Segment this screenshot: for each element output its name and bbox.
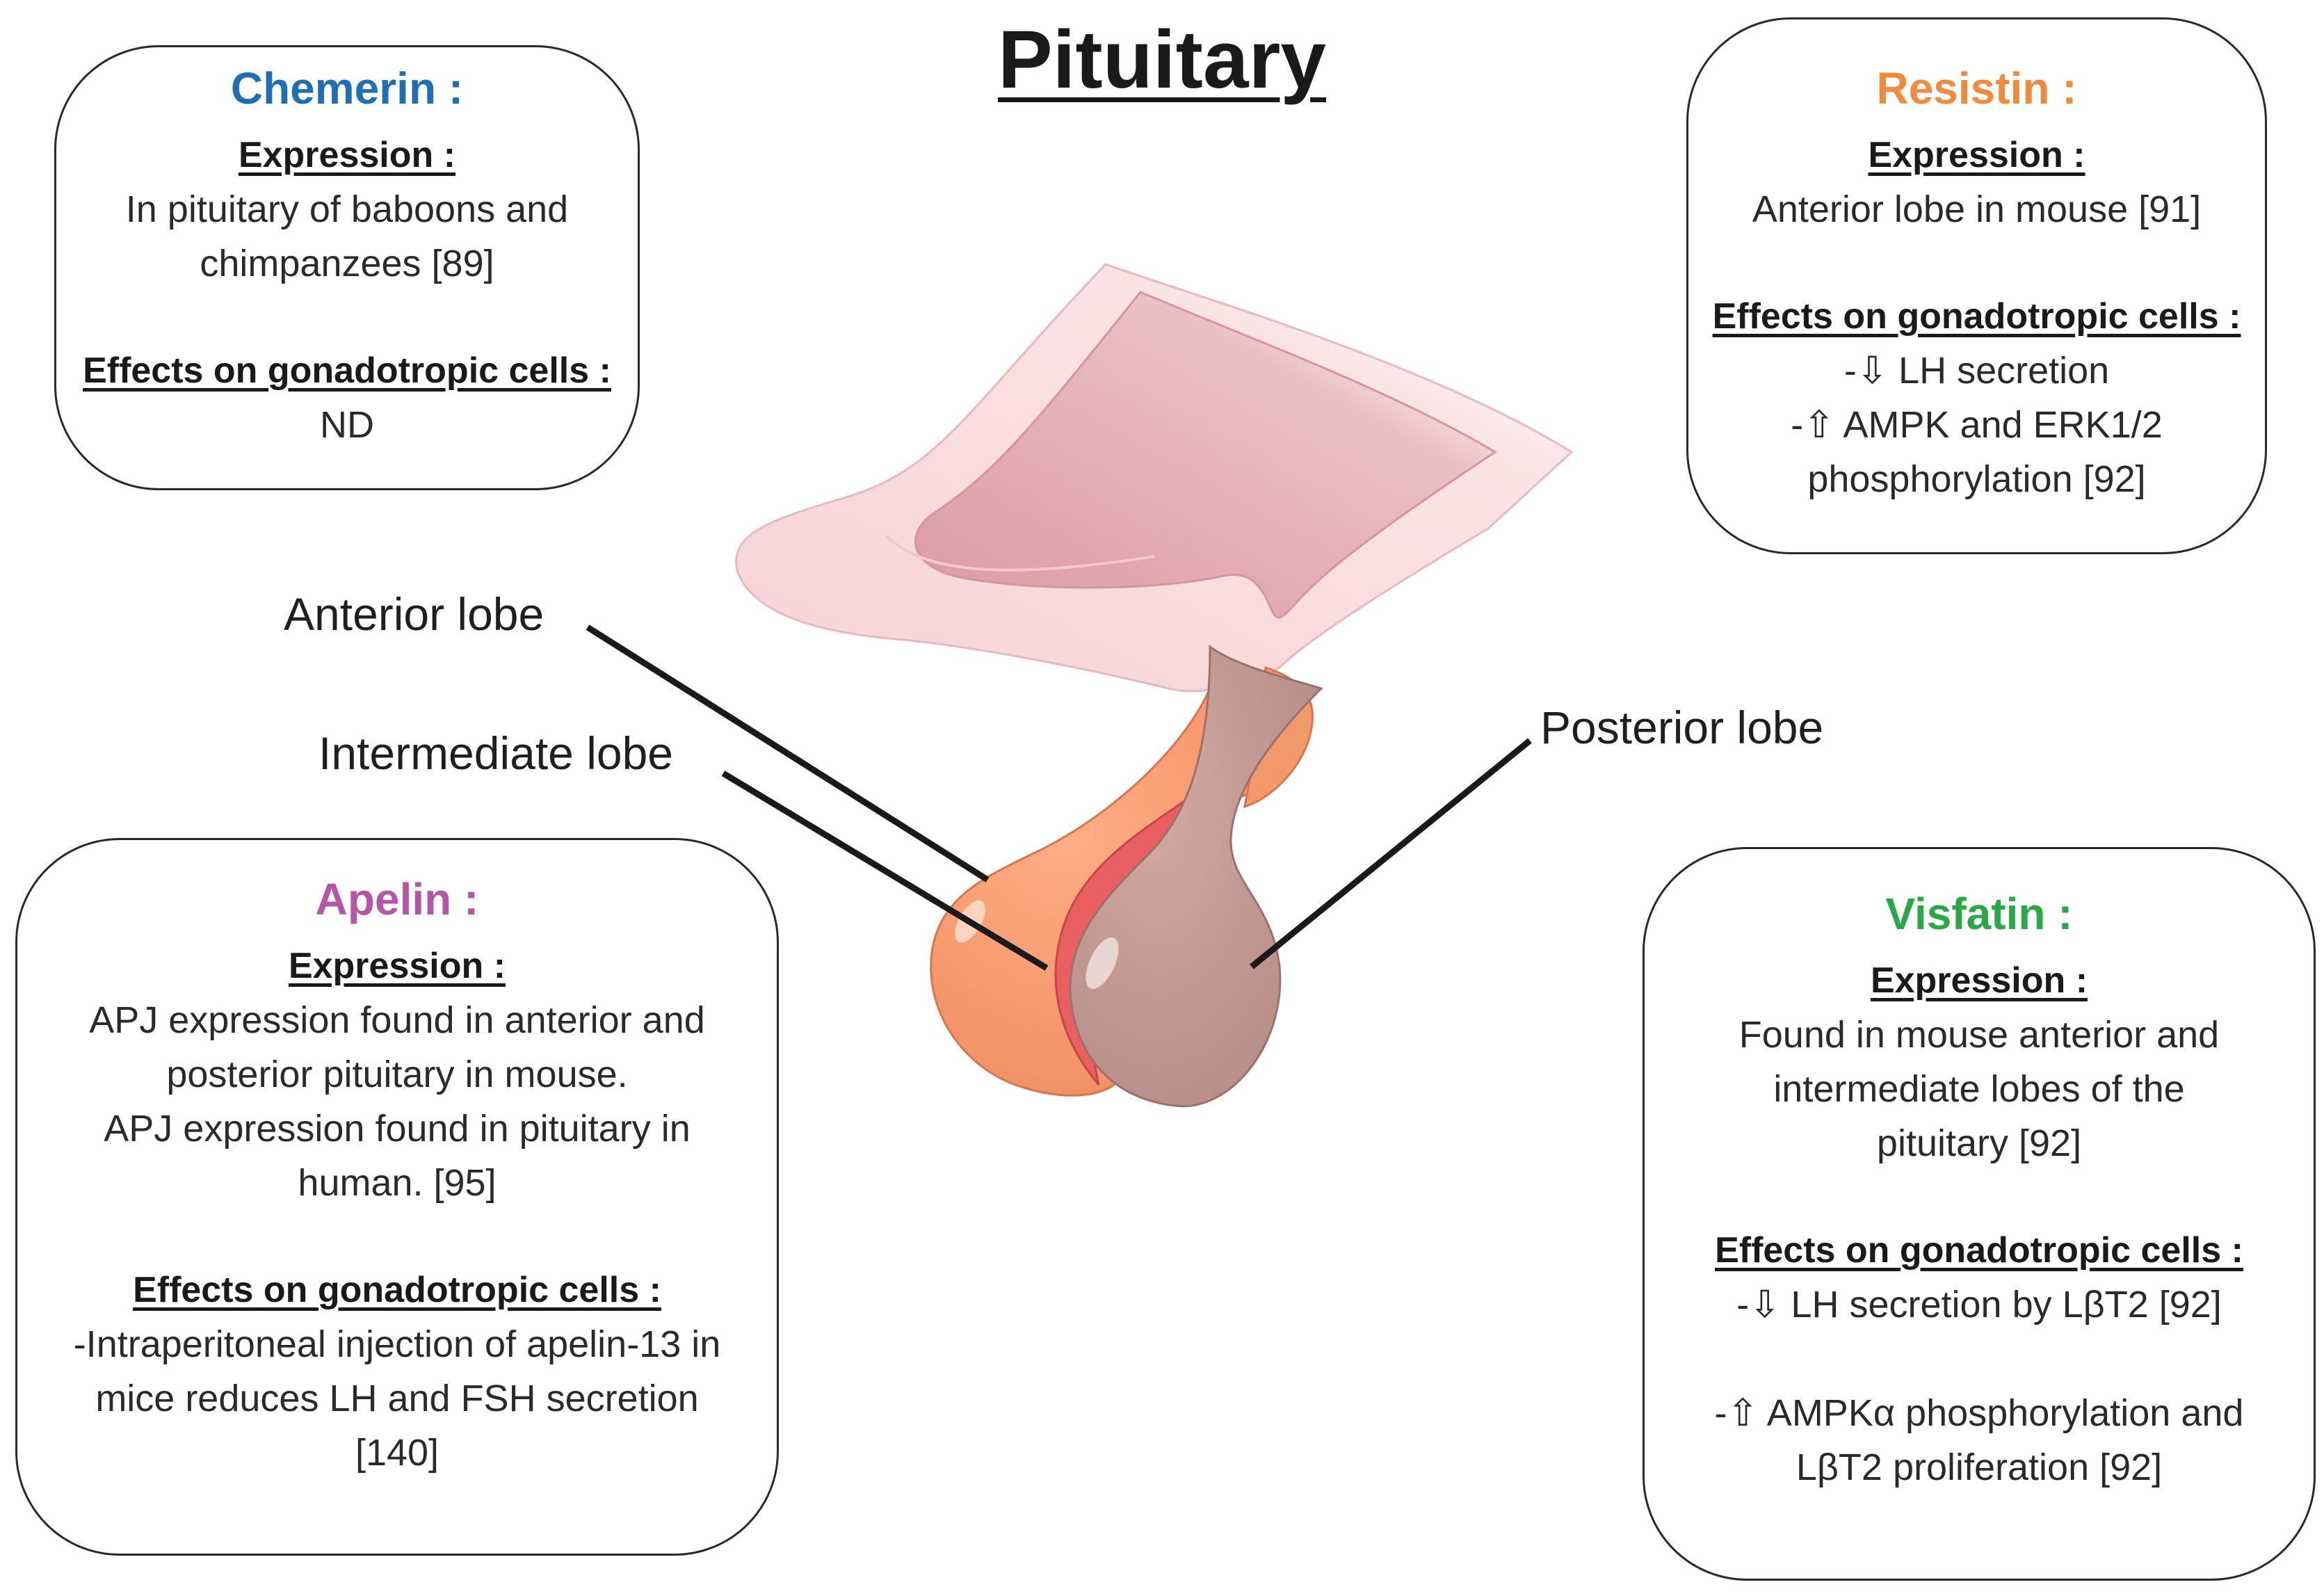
apelin-effects-line: mice reduces LH and FSH secretion: [95, 1378, 699, 1419]
visfatin-expression-line: Found in mouse anterior and: [1738, 1014, 2220, 1056]
apelin-expression-line: APJ expression found in pituitary in: [104, 1108, 691, 1150]
visfatin-effects-heading: Effects on gonadotropic cells :: [1715, 1230, 2243, 1271]
chemerin-title: Chemerin :: [230, 63, 464, 113]
resistin-effects-line: -⇩ LH secretion: [1843, 350, 2110, 392]
resistin-box: Resistin : Expression : Anterior lobe in…: [1686, 17, 2267, 554]
chemerin-expression-line: In pituitary of baboons and: [125, 188, 569, 230]
visfatin-expression-line: intermediate lobes of the: [1773, 1068, 2185, 1110]
resistin-expression-line: Anterior lobe in mouse [91]: [1752, 188, 2202, 230]
intermediate-lobe-label: Intermediate lobe: [318, 727, 673, 779]
anterior-lobe-leader: [586, 624, 990, 882]
resistin-effects-line: phosphorylation [92]: [1807, 458, 2146, 500]
chemerin-box: Chemerin : Expression : In pituitary of …: [54, 45, 640, 490]
apelin-effects-heading: Effects on gonadotropic cells :: [133, 1270, 661, 1310]
page-title: Pituitary: [997, 14, 1327, 106]
intermediate-lobe-leader: [721, 771, 1049, 971]
visfatin-effects-line: [1645, 1332, 2314, 1386]
resistin-effects-line: -⇧ AMPK and ERK1/2: [1791, 404, 2163, 446]
apelin-effects-line: [140]: [355, 1432, 439, 1474]
visfatin-title: Visfatin :: [1885, 889, 2073, 939]
hypothalamus-inner: [914, 291, 1497, 619]
apelin-box: Apelin : Expression : APJ expression fou…: [15, 838, 779, 1556]
visfatin-effects-line: -⇧ AMPKα phosphorylation and: [1714, 1392, 2244, 1434]
apelin-effects-line: -Intraperitoneal injection of apelin-13 …: [73, 1323, 721, 1365]
chemerin-effects-line: ND: [320, 404, 374, 446]
resistin-expression-heading: Expression :: [1868, 135, 2085, 175]
apelin-expression-line: posterior pituitary in mouse.: [166, 1054, 628, 1095]
visfatin-box: Visfatin : Expression : Found in mouse a…: [1643, 847, 2316, 1581]
visfatin-expression-heading: Expression :: [1870, 960, 2088, 1001]
apelin-title: Apelin :: [315, 874, 479, 924]
posterior-lobe-label: Posterior lobe: [1540, 702, 1824, 753]
chemerin-expression-line: chimpanzees [89]: [200, 243, 494, 284]
anterior-lobe-label: Anterior lobe: [284, 588, 544, 640]
visfatin-effects-line: -⇩ LH secretion by LβT2 [92]: [1736, 1284, 2222, 1325]
resistin-effects-heading: Effects on gonadotropic cells :: [1712, 296, 2241, 337]
posterior-lobe-leader: [1250, 738, 1532, 969]
resistin-title: Resistin :: [1876, 63, 2077, 113]
visfatin-expression-line: pituitary [92]: [1876, 1122, 2082, 1164]
apelin-expression-line: human. [95]: [298, 1162, 497, 1204]
chemerin-expression-heading: Expression :: [238, 135, 456, 175]
visfatin-effects-line: LβT2 proliferation [92]: [1796, 1446, 2163, 1488]
apelin-expression-line: APJ expression found in anterior and: [89, 999, 705, 1041]
posterior-lobe-shape: [1069, 645, 1323, 1108]
chemerin-effects-heading: Effects on gonadotropic cells :: [83, 350, 611, 391]
apelin-expression-heading: Expression :: [288, 946, 506, 986]
